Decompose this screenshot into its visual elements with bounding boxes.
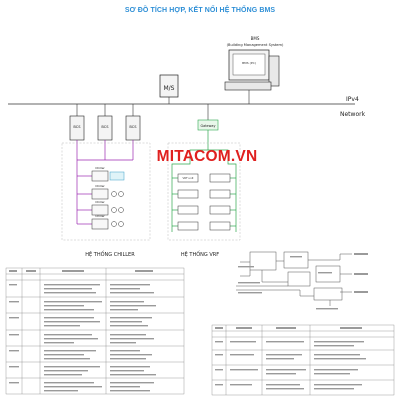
vrf-group-outline — [167, 142, 241, 241]
bms-workstation: BMS (Building Management System) BMS (PC… — [224, 36, 284, 104]
diagram-title: SƠ ĐỒ TÍCH HỢP, KẾT NỐI HỆ THỐNG BMS — [124, 7, 276, 14]
chiller-group-label: HỆ THỐNG CHILLER — [85, 250, 135, 258]
workstation-heading: BMS — [251, 36, 260, 41]
chiller-units: Chiller Chiller Chiller Chiller — [91, 166, 125, 230]
chiller-label-2: Chiller — [95, 184, 105, 188]
chiller-pump-1 — [109, 171, 125, 181]
pc-tower — [268, 55, 280, 87]
vrf-unit-5 — [209, 173, 231, 183]
monitor-screen — [232, 53, 266, 76]
vrf-unit-3 — [177, 205, 199, 215]
spec-table-left — [5, 267, 185, 395]
bcs-label-1: BCS — [73, 125, 81, 129]
monitor-screen-text: BMS (PC) — [242, 61, 256, 65]
chiller-label-3: Chiller — [95, 200, 105, 204]
vrf-unit-6 — [209, 189, 231, 199]
network-protocol-label: IPv4 — [346, 96, 359, 103]
chiller-unit-2 — [91, 188, 109, 200]
spec-table-left-text — [9, 270, 156, 392]
chiller-group-outline — [61, 142, 151, 241]
vrf-unit-label: VRF unit — [183, 176, 194, 180]
server-label: M/S — [163, 85, 174, 92]
ms-server: M/S — [159, 74, 179, 104]
workstation-subtitle: (Building Management System) — [227, 43, 284, 47]
vrf-unit-2 — [177, 189, 199, 199]
vrf-group-label: HỆ THỐNG VRF — [181, 250, 219, 258]
chiller-links — [76, 140, 134, 225]
vrf-gateway: Gateway — [197, 104, 219, 150]
chiller-label-1: Chiller — [95, 166, 105, 170]
network-name-label: Network — [340, 111, 366, 118]
vrf-system: VRF unit — [171, 149, 237, 232]
mitacom-watermark: MITACOM.VN — [156, 148, 258, 165]
vrf-unit-1 — [177, 173, 199, 183]
bcs-label-2: BCS — [101, 125, 109, 129]
chiller-label-4: Chiller — [95, 214, 105, 218]
bcs-controllers: BCS BCS BCS — [69, 104, 141, 141]
control-schematic — [236, 251, 352, 306]
vrf-unit-7 — [209, 205, 231, 215]
keyboard — [224, 81, 272, 91]
control-schematic-text — [238, 253, 368, 310]
chiller-unit-4 — [91, 218, 109, 230]
chiller-unit-1 — [91, 170, 109, 182]
vrf-unit-4 — [177, 221, 199, 231]
spec-table-right-text — [215, 327, 366, 390]
gateway-label: Gateway — [201, 124, 216, 128]
spec-table-right — [211, 324, 395, 396]
bcs-label-3: BCS — [129, 125, 137, 129]
chiller-unit-3 — [91, 204, 109, 216]
vrf-unit-8 — [209, 221, 231, 231]
